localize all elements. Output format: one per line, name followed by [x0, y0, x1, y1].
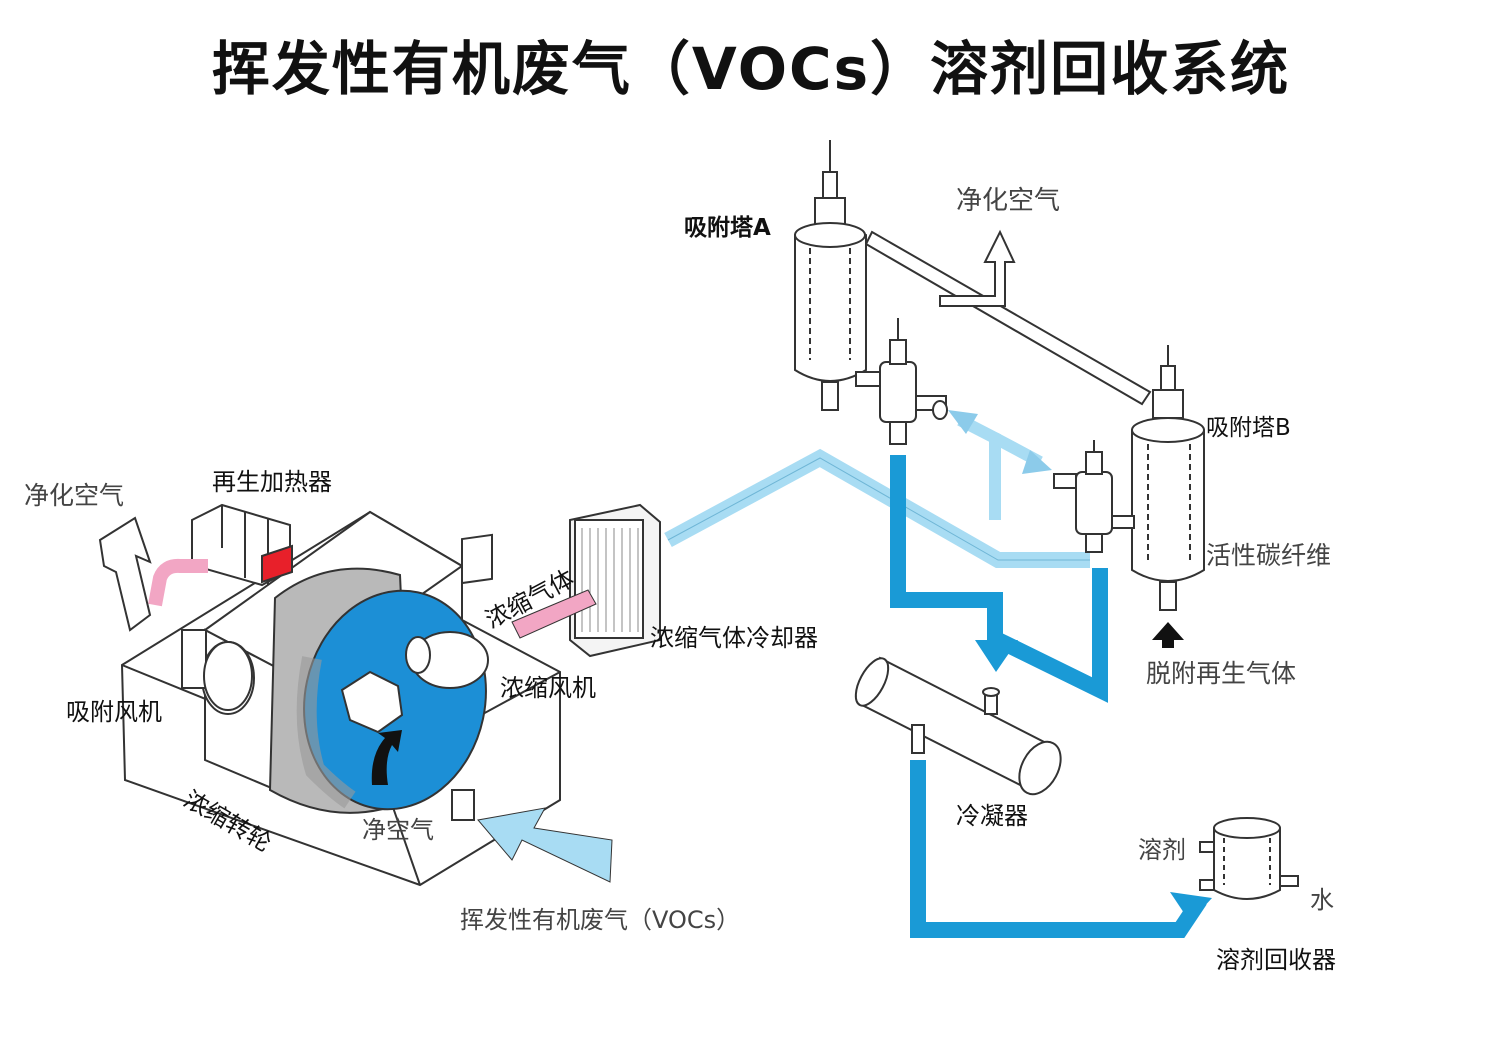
adsorption-fan [181, 629, 253, 711]
desorption-gas-up-arrow [1152, 622, 1184, 648]
condenser-inlet-arrow [975, 640, 1018, 672]
condenser [854, 656, 1062, 796]
water-label: 水 [1310, 886, 1334, 914]
adsorption-fan-label: 吸附风机 [66, 698, 162, 726]
recovery-inlet-arrow [1170, 892, 1212, 922]
adsorption-tower-b [1053, 345, 1205, 611]
gas-cooler-label: 浓缩气体冷却器 [650, 624, 818, 652]
purified-air-up-arrow-left [98, 516, 152, 632]
clean-air-window [451, 789, 475, 821]
page-title: 挥发性有机废气（VOCs）溶剂回收系统 [211, 35, 1291, 103]
solvent-recovery-label: 溶剂回收器 [1216, 946, 1336, 974]
concentration-fan [405, 533, 493, 689]
purified-air-left-label: 净化空气 [24, 481, 125, 510]
desorption-gas-label: 脱附再生气体 [1146, 659, 1297, 688]
gas-cooler [569, 503, 661, 658]
solvent-label: 溶剂 [1138, 836, 1186, 864]
condenser-label: 冷凝器 [956, 802, 1028, 830]
desorption-double-arrow [948, 410, 1052, 520]
regen-heater-label: 再生加热器 [212, 468, 332, 496]
pink-heater-duct [148, 558, 208, 607]
concentration-fan-label: 浓缩风机 [500, 674, 596, 702]
top-duct [864, 229, 1152, 406]
voc-inlet-arrow [477, 807, 613, 883]
solvent-recovery-vessel [1199, 817, 1299, 900]
voc-inlet-label: 挥发性有机废气（VOCs） [460, 906, 741, 934]
purified-air-top-label: 净化空气 [956, 186, 1061, 216]
adsorption-tower-a [794, 140, 948, 445]
carbon-fiber-label: 活性碳纤维 [1206, 541, 1332, 570]
purified-air-up-arrow-top [939, 229, 1016, 307]
tower-b-label: 吸附塔B [1206, 415, 1291, 441]
pink-gas-duct [511, 589, 597, 639]
clean-air-label: 净空气 [362, 816, 434, 844]
tower-a-label: 吸附塔A [684, 215, 771, 241]
